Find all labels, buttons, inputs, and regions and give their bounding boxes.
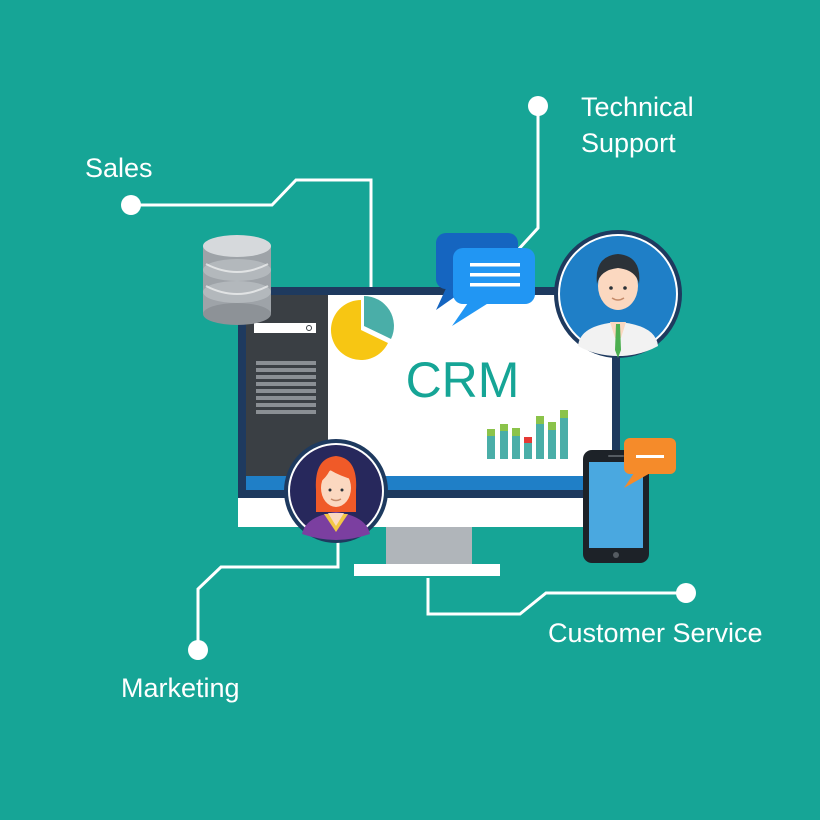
node-dot-sales <box>121 195 141 215</box>
database-icon <box>203 235 271 325</box>
sidebar-search-icon <box>306 325 312 331</box>
phone-chat-bubble-icon <box>624 438 676 488</box>
sidebar-search-box <box>254 323 316 333</box>
woman-avatar-icon <box>284 439 388 543</box>
node-dot-technical-support <box>528 96 548 116</box>
pie-chart-icon <box>330 296 394 360</box>
node-dot-marketing <box>188 640 208 660</box>
bar-chart-icon <box>487 410 568 459</box>
smartphone-icon <box>583 450 649 563</box>
label-marketing: Marketing <box>121 673 240 703</box>
connector-marketing <box>196 540 340 650</box>
label-sales: Sales <box>85 153 153 183</box>
label-technical-line2: Support <box>581 128 676 158</box>
man-avatar-icon <box>554 230 682 358</box>
node-dot-customer-service <box>676 583 696 603</box>
connector-lines <box>131 106 686 650</box>
chat-bubble-icon <box>436 233 535 326</box>
connector-sales <box>131 178 373 287</box>
label-technical-support: Technical Support <box>581 89 694 161</box>
connector-customer-service <box>426 578 686 616</box>
crm-title: CRM <box>405 352 520 408</box>
monitor-neck <box>386 527 472 565</box>
label-technical-line1: Technical <box>581 92 694 122</box>
label-customer-service: Customer Service <box>548 618 763 648</box>
sidebar-lines <box>256 361 316 414</box>
connector-technical-support <box>515 106 540 253</box>
node-dots <box>121 96 696 660</box>
monitor-stand-base <box>354 564 500 576</box>
